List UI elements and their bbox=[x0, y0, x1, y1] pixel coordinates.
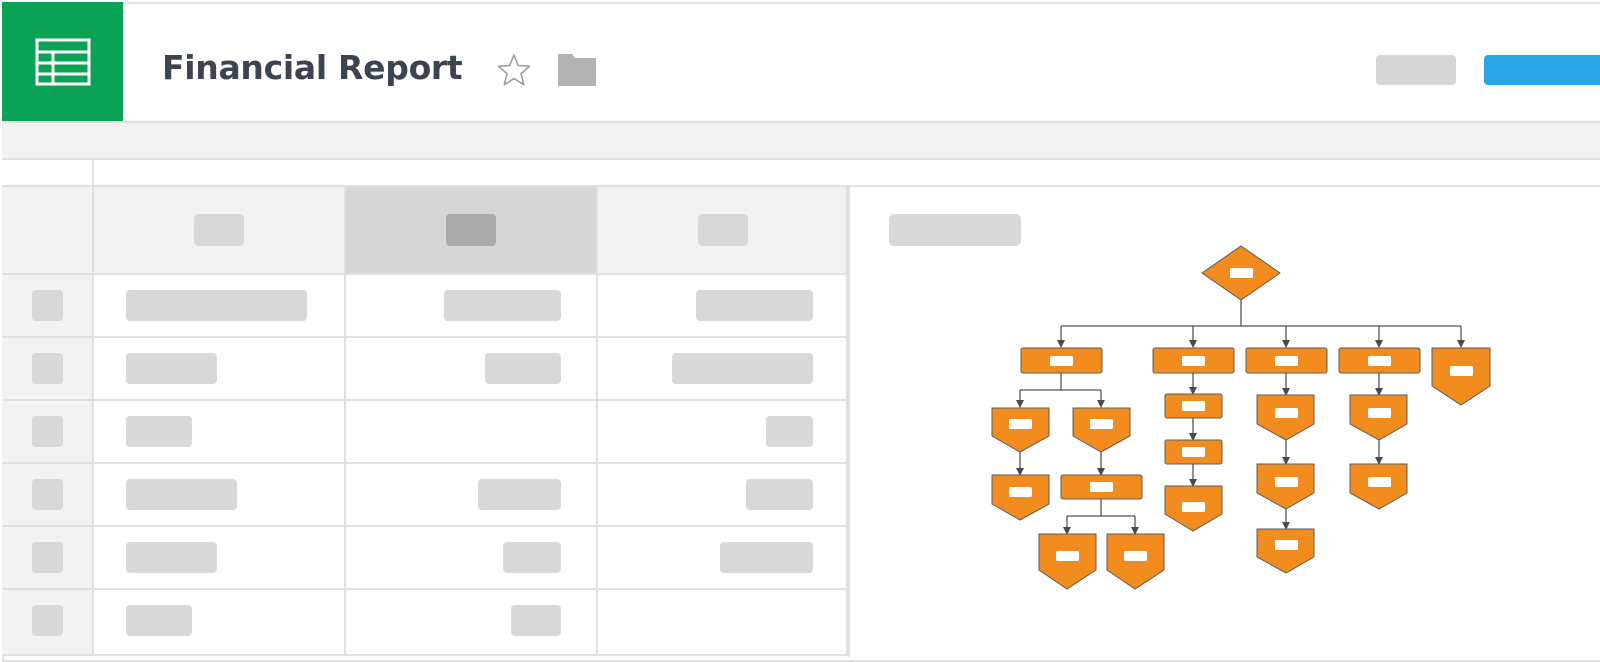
tree-node[interactable] bbox=[991, 407, 1050, 453]
row-header[interactable] bbox=[2, 527, 94, 590]
column-header-b-selected[interactable] bbox=[346, 187, 598, 275]
cell-value bbox=[672, 353, 813, 384]
row-header[interactable] bbox=[2, 338, 94, 401]
toolbar bbox=[2, 123, 1600, 160]
cell-value bbox=[696, 290, 813, 321]
row-header[interactable] bbox=[2, 590, 94, 656]
column-header-label bbox=[698, 214, 748, 246]
table-cell[interactable] bbox=[94, 338, 346, 401]
row-number bbox=[32, 605, 63, 636]
row-number bbox=[32, 479, 63, 510]
table-cell[interactable] bbox=[346, 338, 598, 401]
cell-value bbox=[746, 479, 813, 510]
corner-cell[interactable] bbox=[2, 187, 94, 275]
table-cell[interactable] bbox=[346, 464, 598, 527]
cell-value bbox=[126, 542, 217, 573]
table-cell[interactable] bbox=[598, 275, 848, 338]
column-header-a[interactable] bbox=[94, 187, 346, 275]
column-header-label bbox=[194, 214, 244, 246]
table-cell[interactable] bbox=[94, 401, 346, 464]
formula-bar[interactable] bbox=[2, 160, 1600, 187]
spreadsheet-logo-icon[interactable] bbox=[2, 2, 123, 121]
row-header[interactable] bbox=[2, 401, 94, 464]
tree-node[interactable] bbox=[1038, 533, 1097, 590]
diagram-nodes bbox=[991, 245, 1491, 590]
cell-value bbox=[126, 479, 237, 510]
cell-value bbox=[720, 542, 813, 573]
document-title[interactable]: Financial Report bbox=[162, 48, 463, 87]
cell-value bbox=[485, 353, 561, 384]
primary-button[interactable] bbox=[1484, 55, 1600, 85]
column-header-label bbox=[446, 214, 496, 246]
cell-value bbox=[503, 542, 561, 573]
table-cell[interactable] bbox=[94, 527, 346, 590]
header-divider bbox=[2, 121, 1600, 123]
table-cell[interactable] bbox=[598, 590, 848, 656]
table-cell[interactable] bbox=[346, 527, 598, 590]
table-cell[interactable] bbox=[598, 401, 848, 464]
cell-value bbox=[126, 353, 217, 384]
row-header[interactable] bbox=[2, 275, 94, 338]
table-cell[interactable] bbox=[94, 464, 346, 527]
star-icon[interactable] bbox=[496, 52, 532, 93]
table-cell[interactable] bbox=[346, 401, 598, 464]
cell-value bbox=[511, 605, 561, 636]
secondary-button[interactable] bbox=[1376, 55, 1456, 85]
cell-value bbox=[766, 416, 813, 447]
cell-value bbox=[126, 416, 192, 447]
tree-node[interactable] bbox=[1072, 407, 1131, 453]
cell-value bbox=[444, 290, 561, 321]
tree-node[interactable] bbox=[1256, 528, 1315, 574]
cell-value bbox=[478, 479, 561, 510]
connector-lines bbox=[1016, 300, 1465, 535]
row-number bbox=[32, 353, 63, 384]
table-cell[interactable] bbox=[346, 275, 598, 338]
formula-bar-divider bbox=[92, 160, 94, 185]
row-header[interactable] bbox=[2, 464, 94, 527]
row-number bbox=[32, 416, 63, 447]
tree-node[interactable] bbox=[1431, 347, 1491, 406]
table-cell[interactable] bbox=[94, 275, 346, 338]
row-number bbox=[32, 290, 63, 321]
cell-value bbox=[126, 290, 307, 321]
node-label-placeholders bbox=[1009, 268, 1473, 561]
table-cell[interactable] bbox=[598, 464, 848, 527]
table-cell[interactable] bbox=[346, 590, 598, 656]
column-header-c[interactable] bbox=[598, 187, 848, 275]
table-cell[interactable] bbox=[598, 338, 848, 401]
table-cell[interactable] bbox=[94, 590, 346, 656]
tree-node[interactable] bbox=[991, 474, 1050, 521]
cell-value bbox=[126, 605, 192, 636]
tree-node[interactable] bbox=[1106, 533, 1165, 590]
diagram-title bbox=[889, 214, 1021, 246]
table-cell[interactable] bbox=[598, 527, 848, 590]
folder-icon[interactable] bbox=[558, 52, 596, 91]
row-number bbox=[32, 542, 63, 573]
